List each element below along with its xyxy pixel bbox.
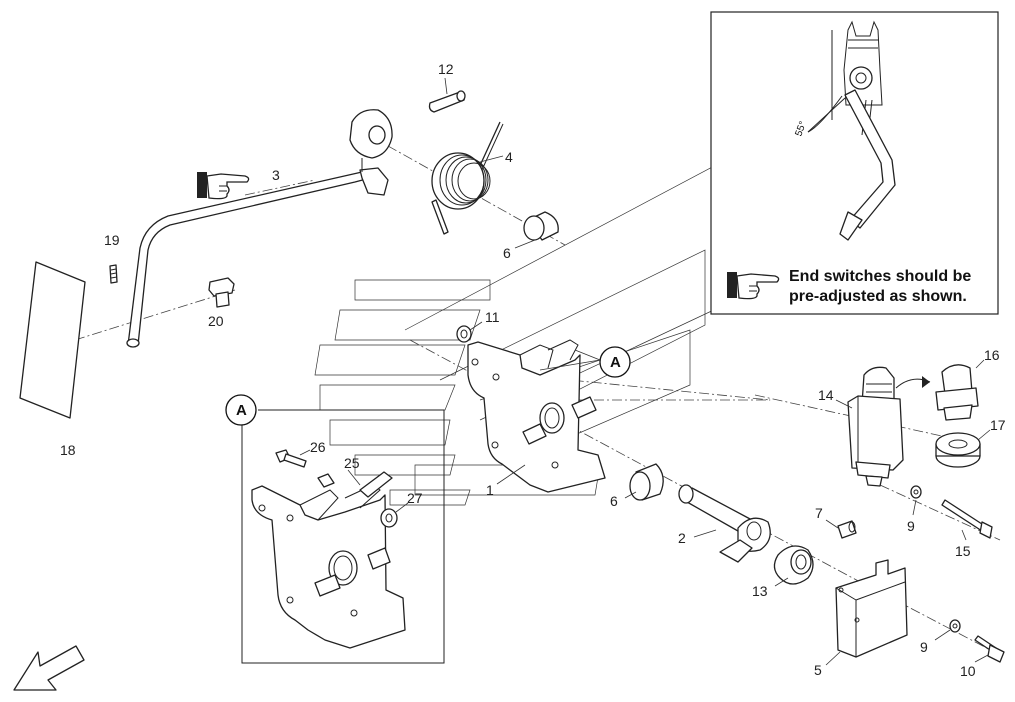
callout-20: 20 (208, 313, 224, 329)
callout-14: 14 (818, 387, 834, 403)
callout-13: 13 (752, 583, 768, 599)
assembly-arrow (895, 376, 931, 389)
part-6-bushing-middle: 6 (610, 463, 664, 509)
part-25-pin: 25 (317, 455, 393, 498)
part-1-bracket: 1 (467, 339, 606, 498)
callout-7: 7 (815, 505, 823, 521)
callout-19: 19 (104, 232, 120, 248)
part-3-pedal-arm: 3 (126, 109, 393, 348)
callout-15: 15 (955, 543, 971, 559)
part-27-nut: 27 (380, 490, 423, 528)
direction-arrow-icon (13, 645, 85, 691)
callout-6-top: 6 (503, 245, 511, 261)
detail-marker-a: A (539, 346, 631, 378)
inset-panel: 55° End switches should be pre-adjusted … (710, 11, 999, 315)
part-15-screw: 15 (941, 499, 993, 559)
part-13-cam: 13 (752, 545, 814, 599)
callout-11: 11 (485, 309, 500, 325)
callout-26: 26 (310, 439, 326, 455)
part-11-nut: 11 (456, 309, 500, 343)
part-16-cable-gland: 16 (935, 347, 1000, 421)
detail-marker-a-label: A (610, 354, 621, 371)
part-7-pin: 7 (815, 505, 857, 539)
part-19-screw: 19 (104, 232, 120, 284)
callout-6-middle: 6 (610, 493, 618, 509)
callout-9-bottom: 9 (920, 639, 928, 655)
callout-16: 16 (984, 347, 1000, 363)
callout-12: 12 (438, 61, 454, 77)
part-6-bushing-top: 6 (503, 211, 559, 261)
part-18-pedal-pad: 18 (19, 261, 86, 458)
detail-view-a-label: A (236, 402, 247, 419)
callout-25: 25 (344, 455, 360, 471)
pointing-hand-icon (197, 172, 250, 200)
part-2-shaft: 2 (678, 484, 771, 563)
part-20-bolt: 20 (208, 277, 235, 329)
callout-9-top: 9 (907, 518, 915, 534)
callout-3: 3 (272, 167, 280, 183)
callout-4: 4 (505, 149, 513, 165)
part-14-switch: 14 (818, 366, 904, 487)
callout-27: 27 (407, 490, 423, 506)
part-4-spring: 4 (431, 121, 513, 235)
callout-1: 1 (486, 482, 494, 498)
part-10-screw: 10 (960, 635, 1005, 679)
callout-5: 5 (814, 662, 822, 678)
part-9-washer-bottom: 9 (920, 619, 961, 655)
part-26-screw: 26 (275, 439, 326, 468)
part-5-block: 5 (814, 559, 908, 678)
inset-note-line1: End switches should be (789, 268, 971, 285)
inset-note-line2: pre-adjusted as shown. (789, 288, 967, 305)
part-17-lock-nut: 17 (935, 417, 1006, 468)
part-9-washer-top: 9 (907, 485, 922, 534)
pointing-hand-icon-inset (727, 272, 780, 300)
callout-2: 2 (678, 530, 686, 546)
callout-17: 17 (990, 417, 1006, 433)
angle-label: 55° (794, 120, 810, 138)
callout-10: 10 (960, 663, 976, 679)
detail-view-a: A 26 25 27 (225, 394, 445, 664)
callout-18: 18 (60, 442, 76, 458)
part-12-pin: 12 (428, 61, 466, 113)
